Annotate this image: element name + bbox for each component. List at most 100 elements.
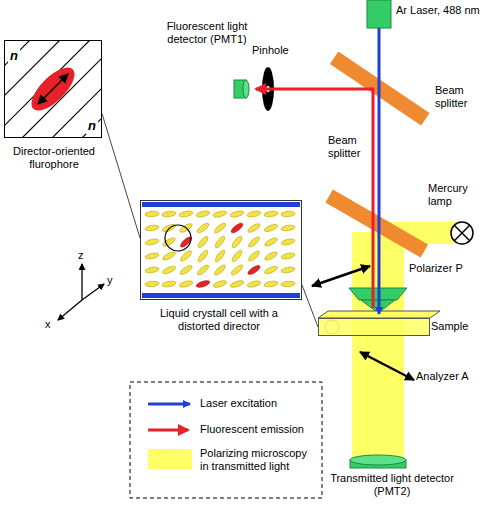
director-line — [10, 40, 102, 138]
director-line — [70, 40, 102, 138]
mercury-lamp — [451, 222, 473, 244]
lc-molecule — [145, 224, 160, 231]
lc-molecule — [231, 249, 244, 263]
node-label: Director-oriented flurophore — [1, 145, 107, 171]
lc-molecule — [197, 235, 210, 249]
lc-molecule — [196, 279, 211, 288]
node-label: Sample — [431, 320, 481, 333]
lc-molecule — [145, 252, 160, 260]
lc-molecule — [264, 250, 279, 261]
lc-molecule — [281, 224, 296, 231]
part-label: Mercury lamp — [428, 182, 480, 208]
cell-plate — [142, 202, 300, 207]
legend-text: Laser excitation — [200, 397, 316, 410]
legend-frame — [130, 382, 322, 498]
part-label: Analyzer A — [416, 370, 469, 383]
lc-molecule — [179, 264, 194, 276]
lc-molecule — [247, 280, 262, 289]
sample-slab: Sample — [318, 318, 430, 336]
lc-molecule — [214, 235, 227, 249]
pmt1-detector — [234, 80, 249, 98]
lc-molecule — [281, 252, 296, 260]
lc-molecule — [162, 210, 177, 217]
lc-molecule — [247, 210, 262, 218]
lc-molecule — [264, 223, 279, 233]
transmitted-light-path — [352, 222, 460, 460]
fluorophore — [25, 61, 82, 118]
lc-molecule — [145, 211, 159, 217]
lc-molecule — [264, 280, 279, 288]
part-label: Beam splitter — [328, 134, 380, 160]
lc-molecule — [247, 235, 261, 248]
lc-molecule — [230, 210, 245, 218]
part-label: Ar Laser, 488 nm — [396, 4, 480, 17]
pmt2-detector — [350, 455, 406, 468]
lc-molecule — [213, 279, 228, 288]
lc-molecule — [281, 211, 295, 217]
zoom-line — [302, 285, 318, 327]
lc-molecule — [162, 250, 177, 261]
lc-molecule — [145, 266, 160, 274]
node-label: Liquid crystall cell with a distorted di… — [149, 307, 289, 333]
lc-molecule — [230, 222, 244, 235]
analyzer-arrow — [360, 352, 414, 380]
lc-molecule — [281, 266, 296, 274]
polarizer-arrow — [312, 266, 370, 286]
director-symbol: n — [86, 118, 98, 134]
director-line — [4, 40, 100, 138]
director-symbol: n — [8, 48, 20, 64]
lc-molecule — [179, 280, 194, 289]
part-label: Pinhole — [252, 44, 289, 57]
axis-label: x — [45, 318, 51, 331]
axis-label: y — [107, 274, 113, 287]
lc-molecule — [214, 249, 226, 263]
beam-splitter — [325, 189, 428, 257]
lc-molecule — [264, 236, 279, 247]
cell-plate — [142, 293, 300, 298]
lc-molecule — [281, 281, 295, 287]
lc-molecule — [247, 264, 262, 276]
lc-molecule — [281, 238, 296, 246]
lc-molecules — [145, 210, 296, 289]
laser-beam — [378, 28, 381, 314]
lc-molecule — [162, 280, 177, 288]
lc-molecule — [179, 249, 193, 262]
axis-label: z — [78, 249, 84, 262]
legend-emission-sample — [148, 429, 188, 432]
lc-molecule — [213, 222, 227, 235]
lc-molecule — [231, 235, 244, 249]
lc-molecule — [145, 281, 159, 287]
lc-molecule — [213, 210, 228, 219]
lc-molecule — [162, 265, 177, 275]
lc-molecule — [247, 222, 262, 234]
director-line — [4, 40, 40, 138]
zoom-circle — [165, 225, 191, 251]
lc-molecule — [196, 210, 211, 218]
axes — [58, 264, 104, 320]
lc-molecule — [264, 265, 279, 275]
lc-molecule — [197, 249, 210, 263]
lc-molecule — [179, 210, 194, 218]
part-label: Beam splitter — [435, 84, 481, 110]
lc-molecule — [247, 249, 261, 262]
lc-molecule — [230, 279, 245, 288]
fluorescence-beam — [256, 89, 373, 308]
ar-laser — [367, 0, 391, 28]
legend-swatch — [148, 449, 192, 469]
part-label: Polarizer P — [409, 262, 481, 275]
zoom-line — [102, 114, 140, 239]
director-lines — [4, 40, 102, 138]
part-label: Fluorescent light detector (PMT1) — [166, 20, 248, 46]
lc-molecule — [230, 263, 244, 276]
lc-molecule — [213, 263, 227, 276]
legend-laser-sample — [148, 403, 190, 406]
lc-molecule — [162, 236, 177, 247]
lc-molecule — [196, 263, 210, 276]
legend-text: Polarizing microscopy in transmitted lig… — [200, 447, 316, 473]
lc-molecule — [196, 222, 210, 235]
legend-text: Fluorescent emission — [200, 423, 316, 436]
lc-cell-box: Liquid crystall cell with a distorted di… — [140, 200, 302, 300]
lc-molecule — [264, 210, 279, 217]
part-label: Transmitted light detector (PMT2) — [330, 472, 454, 498]
lc-molecule — [145, 238, 160, 246]
